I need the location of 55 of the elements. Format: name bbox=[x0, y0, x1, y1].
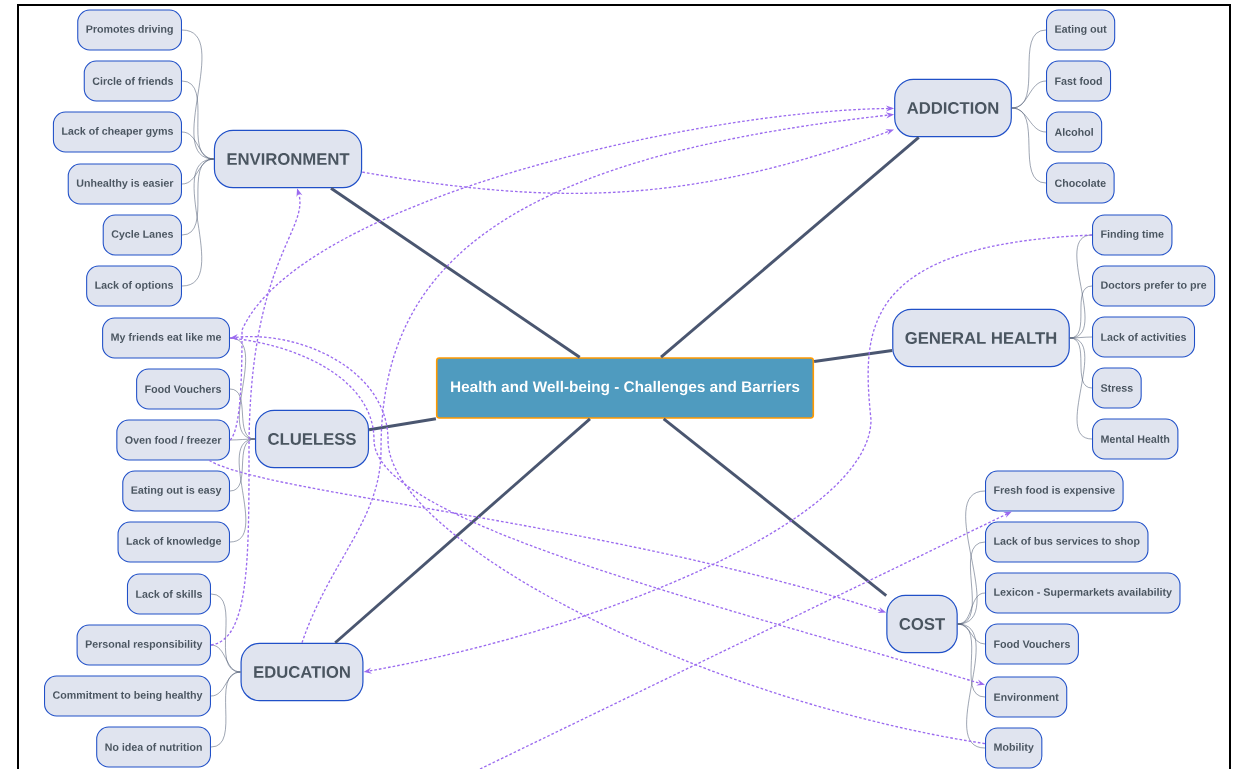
branch-line bbox=[334, 417, 591, 644]
connector-line bbox=[1069, 336, 1093, 339]
idea-box: Stress bbox=[1092, 367, 1142, 409]
branch-box: EDUCATION bbox=[240, 642, 364, 702]
connector-line bbox=[957, 592, 986, 625]
idea-box: Lack of bus services to shop bbox=[985, 521, 1149, 563]
idea-box: Eating out is easy bbox=[122, 470, 230, 512]
idea-box: Cycle Lanes bbox=[102, 214, 182, 256]
idea-box: No idea of nutrition bbox=[96, 726, 211, 768]
branch-line bbox=[660, 136, 920, 359]
idea-box: Lack of activities bbox=[1092, 316, 1196, 358]
idea-box: Commitment to being healthy bbox=[44, 675, 211, 717]
connector-line bbox=[229, 438, 256, 543]
idea-box: My friends eat like me bbox=[102, 317, 230, 359]
connector-line bbox=[181, 158, 215, 287]
connector-line bbox=[957, 623, 986, 749]
idea-box: Lack of knowledge bbox=[117, 521, 230, 563]
idea-box: Unhealthy is easier bbox=[67, 163, 182, 205]
idea-box: Fresh food is expensive bbox=[985, 470, 1124, 512]
branch-box: GENERAL HEALTH bbox=[892, 308, 1070, 368]
branch-box: CLUELESS bbox=[254, 409, 370, 469]
idea-box: Lack of options bbox=[86, 265, 182, 307]
branch-box: COST bbox=[886, 594, 958, 654]
idea-box: Lack of cheaper gyms bbox=[52, 111, 182, 153]
idea-box: Environment bbox=[985, 676, 1068, 718]
idea-box: Food Vouchers bbox=[136, 368, 230, 410]
idea-box: Food Vouchers bbox=[985, 623, 1079, 665]
connector-line bbox=[210, 644, 241, 673]
connector-line bbox=[1011, 80, 1047, 109]
connector-line bbox=[1069, 337, 1093, 440]
idea-box: Eating out bbox=[1046, 9, 1116, 51]
topic-box: Health and Well-being - Challenges and Barriers bbox=[435, 357, 815, 419]
connector-line bbox=[181, 131, 215, 160]
idea-box: Circle of friends bbox=[83, 60, 182, 102]
idea-box: Fast food bbox=[1046, 60, 1112, 102]
idea-box: Personal responsibility bbox=[76, 624, 211, 666]
connector-line bbox=[229, 438, 256, 441]
idea-box: Alcohol bbox=[1046, 111, 1103, 153]
idea-box: Lexicon - Supermarkets availability bbox=[985, 572, 1181, 614]
branch-line bbox=[330, 187, 581, 359]
branch-box: ENVIRONMENT bbox=[213, 129, 363, 189]
idea-box: Chocolate bbox=[1046, 162, 1115, 204]
connector-line bbox=[1011, 107, 1047, 184]
idea-box: Promotes driving bbox=[77, 9, 182, 51]
idea-box: Mobility bbox=[985, 727, 1043, 769]
branch-line bbox=[662, 417, 888, 597]
idea-box: Finding time bbox=[1092, 214, 1173, 256]
idea-box: Lack of skills bbox=[126, 573, 211, 615]
idea-box: Doctors prefer to pre bbox=[1092, 265, 1216, 307]
connector-line bbox=[210, 671, 241, 748]
branch-box: ADDICTION bbox=[894, 78, 1012, 138]
idea-box: Mental Health bbox=[1092, 418, 1179, 460]
branch-line bbox=[813, 349, 893, 363]
branch-line bbox=[368, 417, 437, 432]
idea-box: Oven food / freezer bbox=[116, 419, 230, 461]
